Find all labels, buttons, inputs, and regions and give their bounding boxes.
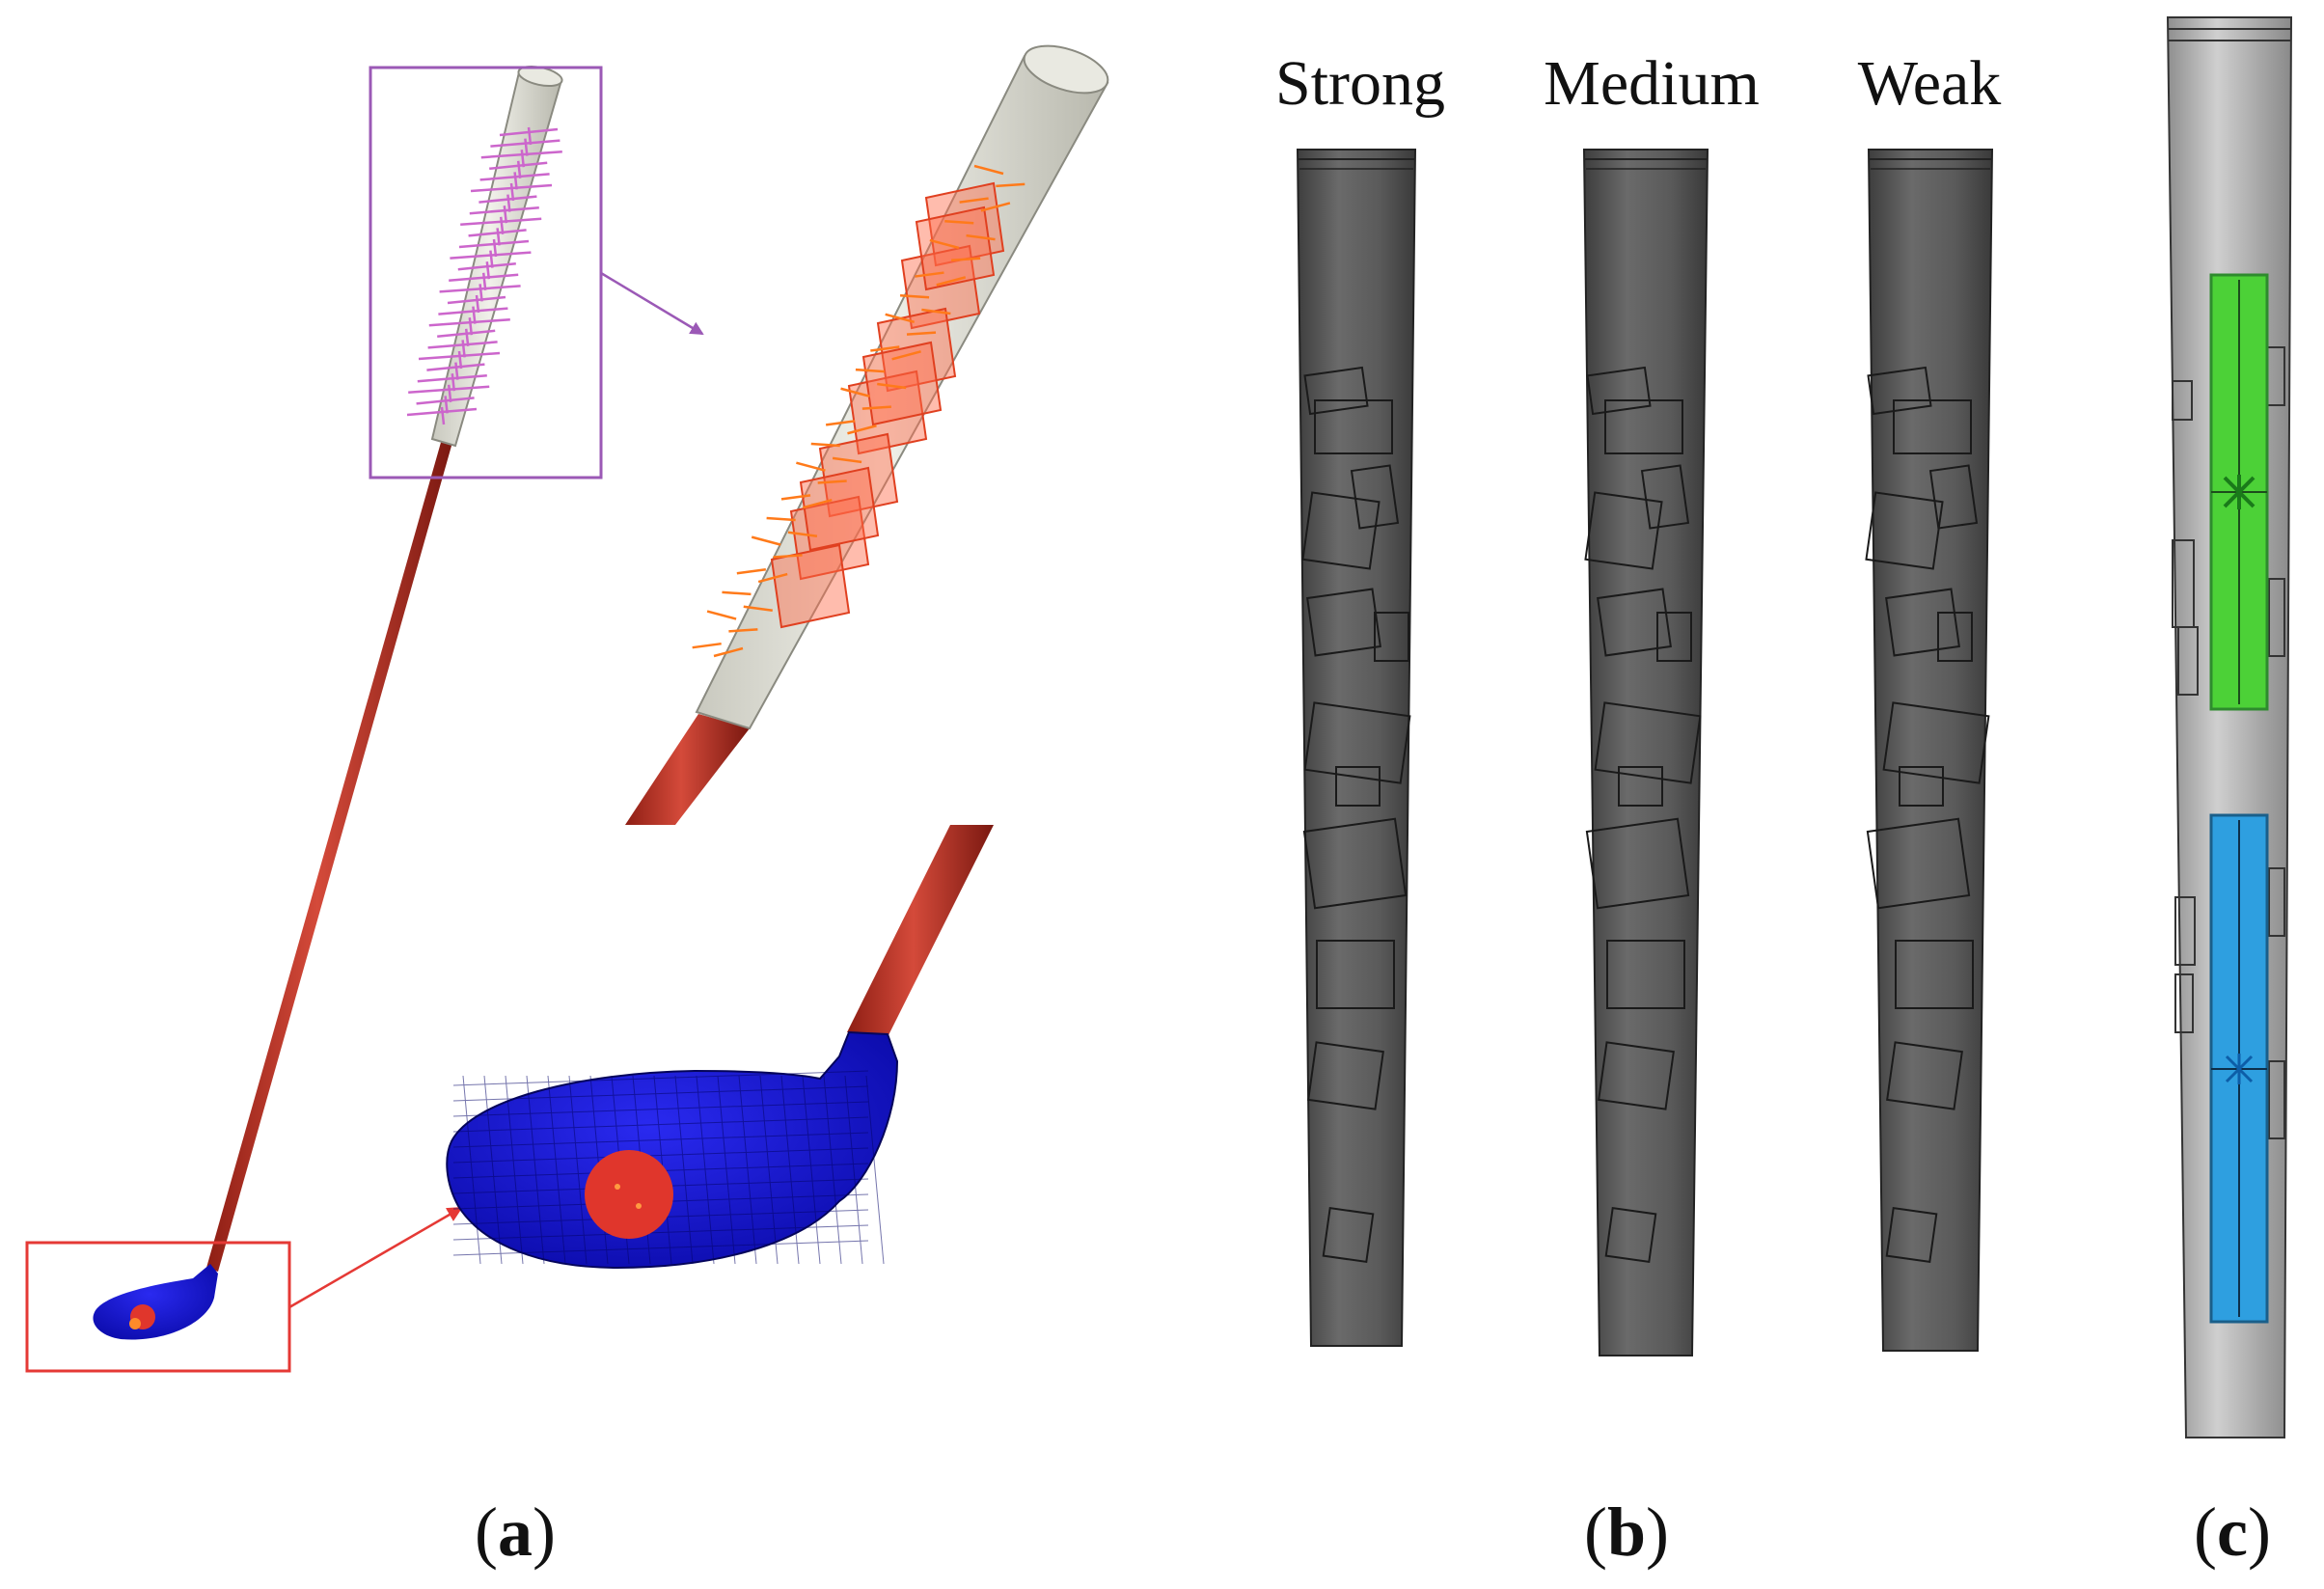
panel-c-label: (c) <box>2194 1493 2271 1571</box>
grip-medium <box>1582 149 1709 1356</box>
club-head-overview <box>93 1264 218 1340</box>
grip-c-patch-outlines <box>2172 346 2285 1139</box>
panel-b-label: (b) <box>1584 1493 1669 1571</box>
club-shaft <box>206 439 453 1272</box>
panel-a: (a) <box>25 44 1109 1571</box>
grip-callout-arrow <box>600 271 704 336</box>
load-arrows-overview <box>406 126 562 425</box>
grip-title-medium: Medium <box>1544 48 1760 119</box>
sensor-green-center-icon <box>2223 475 2256 509</box>
sensor-blue <box>2209 813 2269 1324</box>
grip-detail <box>625 44 1109 825</box>
grip-title-weak: Weak <box>1858 48 2002 119</box>
panel-b: Strong Medium Weak (b) <box>1275 48 2001 1571</box>
sensor-green <box>2209 273 2269 711</box>
grip-callout-box <box>369 66 603 479</box>
panel-a-label: (a) <box>475 1493 556 1571</box>
pressure-patches <box>770 181 1005 629</box>
grip-sensor-layout <box>2166 16 2293 1438</box>
club-head-detail <box>446 825 994 1270</box>
shaft-detail-lower <box>847 825 994 1037</box>
load-arrows-detail <box>692 164 1025 658</box>
grip-overview <box>406 65 563 448</box>
impact-spot <box>585 1150 673 1239</box>
panel-c: (c) <box>2166 16 2293 1571</box>
shaft-detail-upper <box>625 714 750 825</box>
grip-weak <box>1865 149 1994 1352</box>
sensor-blue-center-icon <box>2225 1054 2254 1084</box>
grip-strong <box>1296 149 1417 1347</box>
head-callout-arrow <box>288 1206 463 1309</box>
grip-title-strong: Strong <box>1275 48 1445 119</box>
